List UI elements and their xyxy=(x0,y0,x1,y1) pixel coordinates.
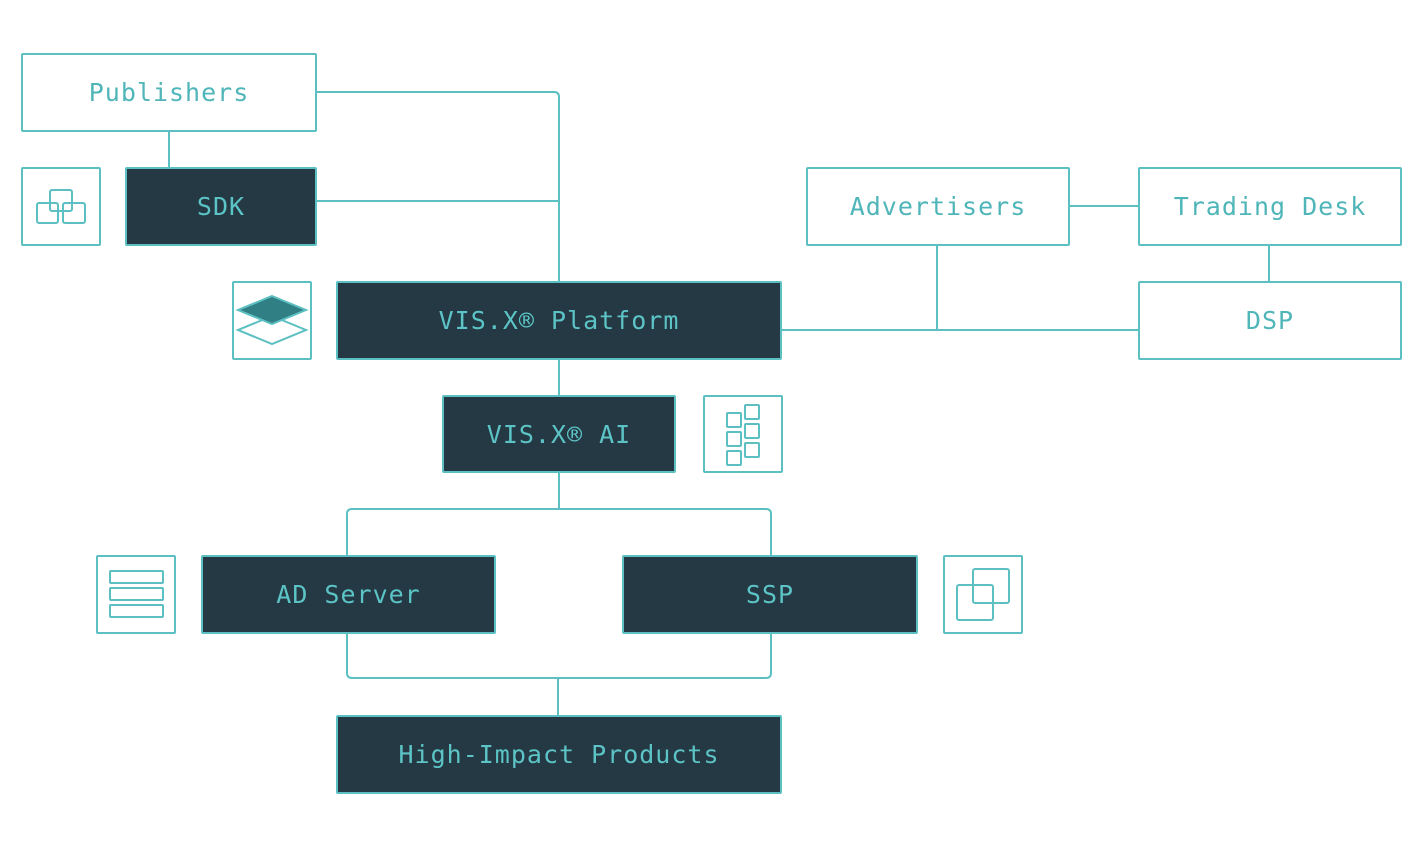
ad-server-box: AD Server xyxy=(201,555,496,634)
ssp-box: SSP xyxy=(622,555,918,634)
ad-server-label: AD Server xyxy=(276,580,421,609)
trading-desk-box: Trading Desk xyxy=(1138,167,1402,246)
dsp-label: DSP xyxy=(1245,306,1295,335)
layers-icon xyxy=(232,281,312,360)
dsp-box: DSP xyxy=(1138,281,1402,360)
overlapping-squares-icon xyxy=(21,167,101,246)
advertisers-label: Advertisers xyxy=(849,192,1027,221)
platform-box: VIS.X® Platform xyxy=(336,281,782,360)
overlapping-windows-icon xyxy=(943,555,1023,634)
high-impact-label: High-Impact Products xyxy=(398,740,720,769)
connector-split xyxy=(346,508,772,555)
connector-publishers-platform xyxy=(316,91,560,281)
connector-merge xyxy=(346,633,772,679)
advertisers-box: Advertisers xyxy=(806,167,1070,246)
sdk-label: SDK xyxy=(196,192,246,221)
ssp-label: SSP xyxy=(745,580,795,609)
publishers-box: Publishers xyxy=(21,53,317,132)
publishers-label: Publishers xyxy=(88,78,250,107)
ai-box: VIS.X® AI xyxy=(442,395,676,473)
ai-label: VIS.X® AI xyxy=(486,419,632,449)
server-stack-icon xyxy=(96,555,176,634)
platform-label: VIS.X® Platform xyxy=(438,306,680,335)
grid-blocks-icon xyxy=(703,395,783,473)
high-impact-box: High-Impact Products xyxy=(336,715,782,794)
sdk-box: SDK xyxy=(125,167,317,246)
trading-desk-label: Trading Desk xyxy=(1173,192,1367,221)
